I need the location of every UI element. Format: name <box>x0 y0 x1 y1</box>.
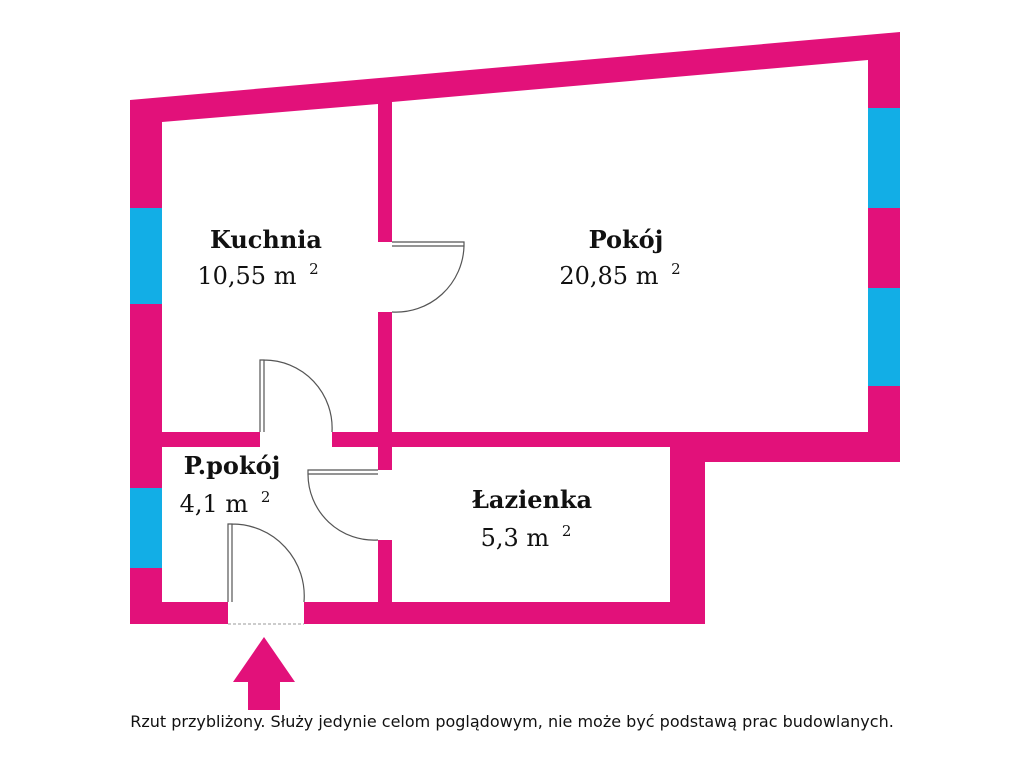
room-name-hall: P.pokój <box>184 451 281 480</box>
door-kitchen-hall <box>259 359 333 433</box>
window-kitchen <box>130 208 162 304</box>
room-name-kitchen: Kuchnia <box>210 225 322 254</box>
room-area-kitchen: 10,55 m 2 <box>197 260 318 290</box>
disclaimer-text: Rzut przybliżony. Służy jedynie celom po… <box>130 712 894 731</box>
window-room-lower <box>868 288 900 386</box>
door-opening-hall-bath <box>378 470 392 540</box>
door-hall-bath <box>307 469 379 541</box>
room-area-bathroom: 5,3 m 2 <box>481 522 572 552</box>
window-room-upper <box>868 108 900 208</box>
entrance-arrow-icon <box>233 637 295 710</box>
door-opening-entrance <box>228 602 304 624</box>
door-opening-kitchen-room <box>378 242 392 312</box>
door-entrance <box>227 523 305 603</box>
door-kitchen-room <box>391 241 465 313</box>
room-area-hall: 4,1 m 2 <box>180 488 271 518</box>
room-name-bathroom: Łazienka <box>472 485 592 514</box>
door-opening-kitchen-hall <box>260 432 332 447</box>
window-hall <box>130 488 162 568</box>
room-area-room: 20,85 m 2 <box>559 260 680 290</box>
room-name-room: Pokój <box>589 225 664 254</box>
